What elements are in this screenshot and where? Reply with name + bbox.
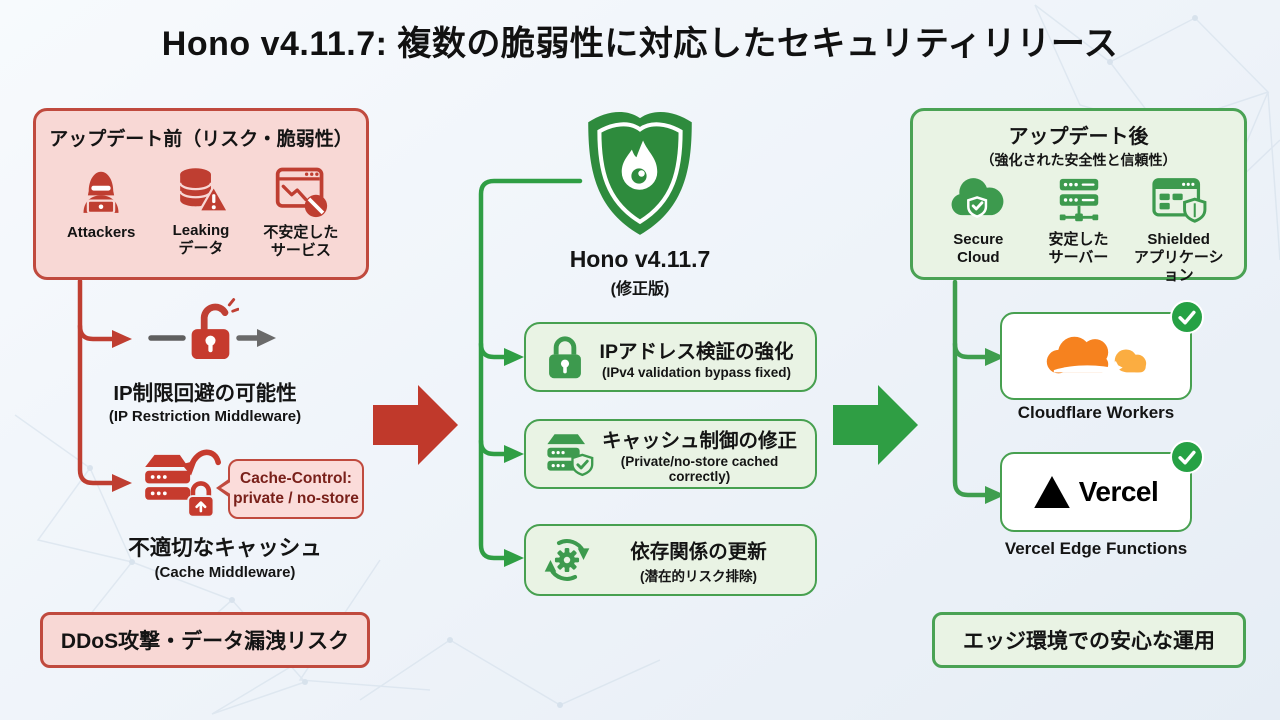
platform-connector-lines	[952, 279, 988, 498]
platform-box-cloudflare	[1000, 300, 1204, 400]
risk-cache-caption: 不適切なキャッシュ (Cache Middleware)	[55, 531, 395, 581]
dependency-sync-icon	[542, 535, 592, 585]
lock-icon	[542, 332, 588, 382]
cloudflare-workers-label: Cloudflare Workers	[1017, 403, 1175, 422]
green-arrowhead-vercel	[985, 486, 1005, 504]
after-panel-subtitle: （強化された安全性と信頼性）	[980, 152, 1177, 168]
fix-subtitle: (IPv4 validation bypass fixed)	[601, 364, 792, 380]
before-item-attackers: Attackers	[52, 163, 150, 260]
fix-text: IPアドレス検証の強化 (IPv4 validation bypass fixe…	[588, 335, 815, 380]
before-footer-box: DDoS攻撃・データ漏洩リスク	[40, 612, 370, 668]
vercel-logo: Vercel	[1033, 476, 1159, 508]
after-panel-title: アップデート後	[1008, 126, 1149, 148]
server-rack-icon	[1059, 178, 1098, 222]
risk-ip-caption: IP制限回避の可能性 (IP Restriction Middleware)	[30, 376, 380, 425]
server-check-icon	[542, 430, 594, 478]
green-arrowhead-cloudflare	[985, 348, 1005, 366]
risk-cache-subtitle: (Cache Middleware)	[154, 564, 296, 581]
bubble-line2: private / no-store	[233, 490, 359, 507]
fix-text: 依存関係の更新 (潜在的リスク排除)	[592, 535, 815, 585]
hono-shield-icon	[588, 111, 692, 235]
check-badge	[1170, 300, 1204, 334]
before-panel-title: アップデート前（リスク・脆弱性）	[49, 129, 353, 150]
page-title: Hono v4.11.7: 複数の脆弱性に対応したセキュリティリリース	[161, 25, 1119, 63]
hono-version-text: Hono v4.11.7	[569, 246, 711, 272]
before-item-label: 不安定したサービス	[263, 224, 339, 259]
secure-cloud-icon	[951, 178, 1004, 218]
after-item-label: 安定したサーバー	[1048, 231, 1109, 266]
before-update-panel: アップデート前（リスク・脆弱性） Attackers	[33, 108, 369, 280]
vercel-edge-functions-label: Vercel Edge Functions	[1004, 539, 1188, 558]
risk-ip-title: IP制限回避の可能性	[113, 382, 297, 405]
risk-ip-subtitle: (IP Restriction Middleware)	[108, 408, 302, 425]
broken-service-icon	[275, 167, 327, 218]
after-item-stable-server: 安定したサーバー	[1029, 176, 1128, 285]
before-item-label: Attackers	[66, 224, 136, 241]
green-connector-lines	[478, 178, 583, 561]
check-icon	[1178, 310, 1196, 325]
big-green-arrow	[833, 385, 918, 465]
before-item-unstable-service: 不安定したサービス	[252, 163, 350, 260]
server-cache-lock-icon	[145, 449, 221, 518]
red-connector-lines	[77, 278, 115, 486]
risk-cache-title: 不適切なキャッシュ	[128, 536, 322, 560]
hacker-icon	[83, 171, 119, 214]
hono-caption: Hono v4.11.7 (修正版)	[540, 246, 740, 299]
vercel-triangle-icon	[1033, 476, 1070, 508]
big-red-arrow	[373, 385, 458, 465]
bypass-arrowhead	[257, 329, 276, 347]
fix-subtitle: (潜在的リスク排除)	[640, 569, 757, 584]
bubble-line1: Cache-Control:	[240, 469, 352, 487]
cache-control-bubble: Cache-Control: private / no-store	[216, 459, 364, 519]
shielded-app-icon	[1152, 178, 1207, 223]
database-warning-icon	[179, 168, 229, 213]
green-arrowhead-fix3	[504, 549, 524, 567]
after-footer-box: エッジ環境での安心な運用	[932, 612, 1246, 668]
green-arrowhead-fix2	[504, 445, 524, 463]
red-arrowhead-cache	[112, 474, 132, 492]
fix-title: 依存関係の更新	[630, 541, 767, 563]
fix-box-dependencies: 依存関係の更新 (潜在的リスク排除)	[524, 524, 817, 596]
platform-box-vercel: Vercel	[1000, 440, 1204, 532]
fix-subtitle: (Private/no-store cached correctly)	[620, 454, 779, 484]
before-footer-text: DDoS攻撃・データ漏洩リスク	[60, 630, 350, 653]
fix-title: キャッシュ制御の修正	[601, 430, 797, 452]
after-footer-text: エッジ環境での安心な運用	[963, 630, 1215, 653]
check-icon	[1178, 450, 1196, 465]
green-arrowhead-fix1	[504, 348, 524, 366]
red-arrowhead-ip	[112, 330, 132, 348]
hono-version-note: (修正版)	[610, 281, 670, 298]
fix-box-cache-control: キャッシュ制御の修正 (Private/no-store cached corr…	[524, 419, 817, 489]
vercel-wordmark: Vercel	[1078, 476, 1159, 507]
cloudflare-logo	[1046, 336, 1147, 375]
check-badge	[1170, 440, 1204, 474]
fix-title: IPアドレス検証の強化	[599, 340, 794, 363]
fix-text: キャッシュ制御の修正 (Private/no-store cached corr…	[594, 424, 815, 484]
fix-box-ip-validation: IPアドレス検証の強化 (IPv4 validation bypass fixe…	[524, 322, 817, 392]
open-padlock-icon	[191, 298, 239, 360]
